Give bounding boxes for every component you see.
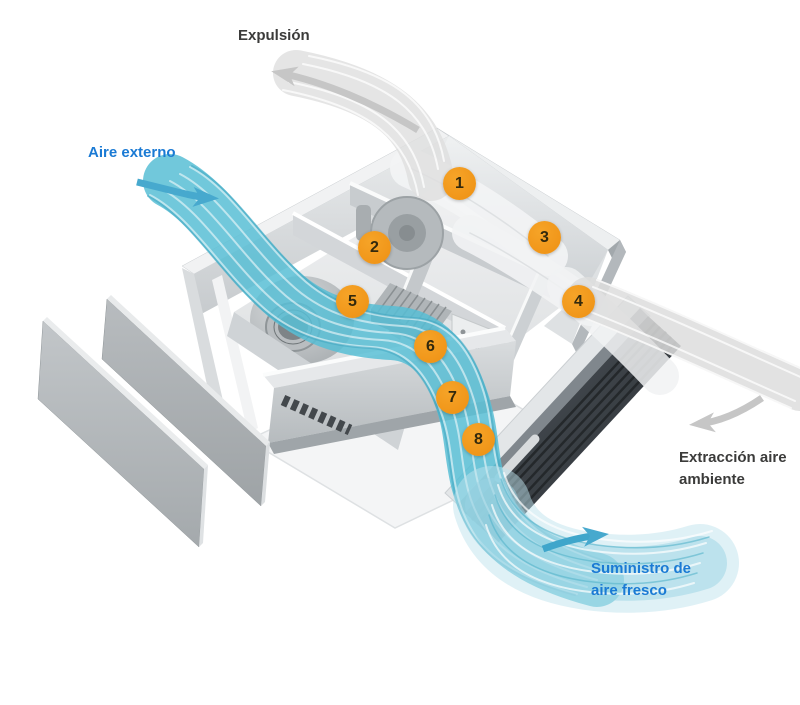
label-outside-air: Aire externo [88, 144, 176, 161]
marker-1: 1 [443, 167, 476, 200]
supply-arrow [541, 526, 609, 553]
extraction-flow [566, 280, 800, 433]
panel-back [101, 295, 270, 507]
expulsion-arrow [271, 66, 420, 133]
marker-3: 3 [528, 221, 561, 254]
label-supply-line2: aire fresco [591, 582, 667, 599]
divider-mid-edge [292, 211, 506, 330]
label-extraction-line2: ambiente [679, 471, 745, 488]
panel-front [37, 317, 208, 548]
terminal-strip [280, 394, 353, 436]
grille-top-edge [457, 308, 648, 513]
marker-8: 8 [462, 423, 495, 456]
label-expulsion: Expulsión [238, 27, 310, 44]
right-front-wall [544, 250, 608, 344]
expulsion-flow [271, 56, 444, 195]
label-extraction: Extracción aire ambiente [679, 447, 787, 491]
label-supply-line1: Suministro de [591, 560, 692, 577]
marker-2: 2 [358, 231, 391, 264]
exploded-panels [37, 295, 270, 548]
outside-air-arrow [136, 178, 219, 207]
marker-4: 4 [562, 285, 595, 318]
supply-flow [136, 166, 712, 595]
left-frame-mullion [212, 275, 258, 433]
label-extraction-line1: Extracción aire [679, 449, 787, 466]
marker-6: 6 [414, 330, 447, 363]
marker-7: 7 [436, 381, 469, 414]
extraction-arrow [689, 395, 764, 433]
marker-5: 5 [336, 285, 369, 318]
label-supply: Suministro de aire fresco [591, 558, 691, 602]
